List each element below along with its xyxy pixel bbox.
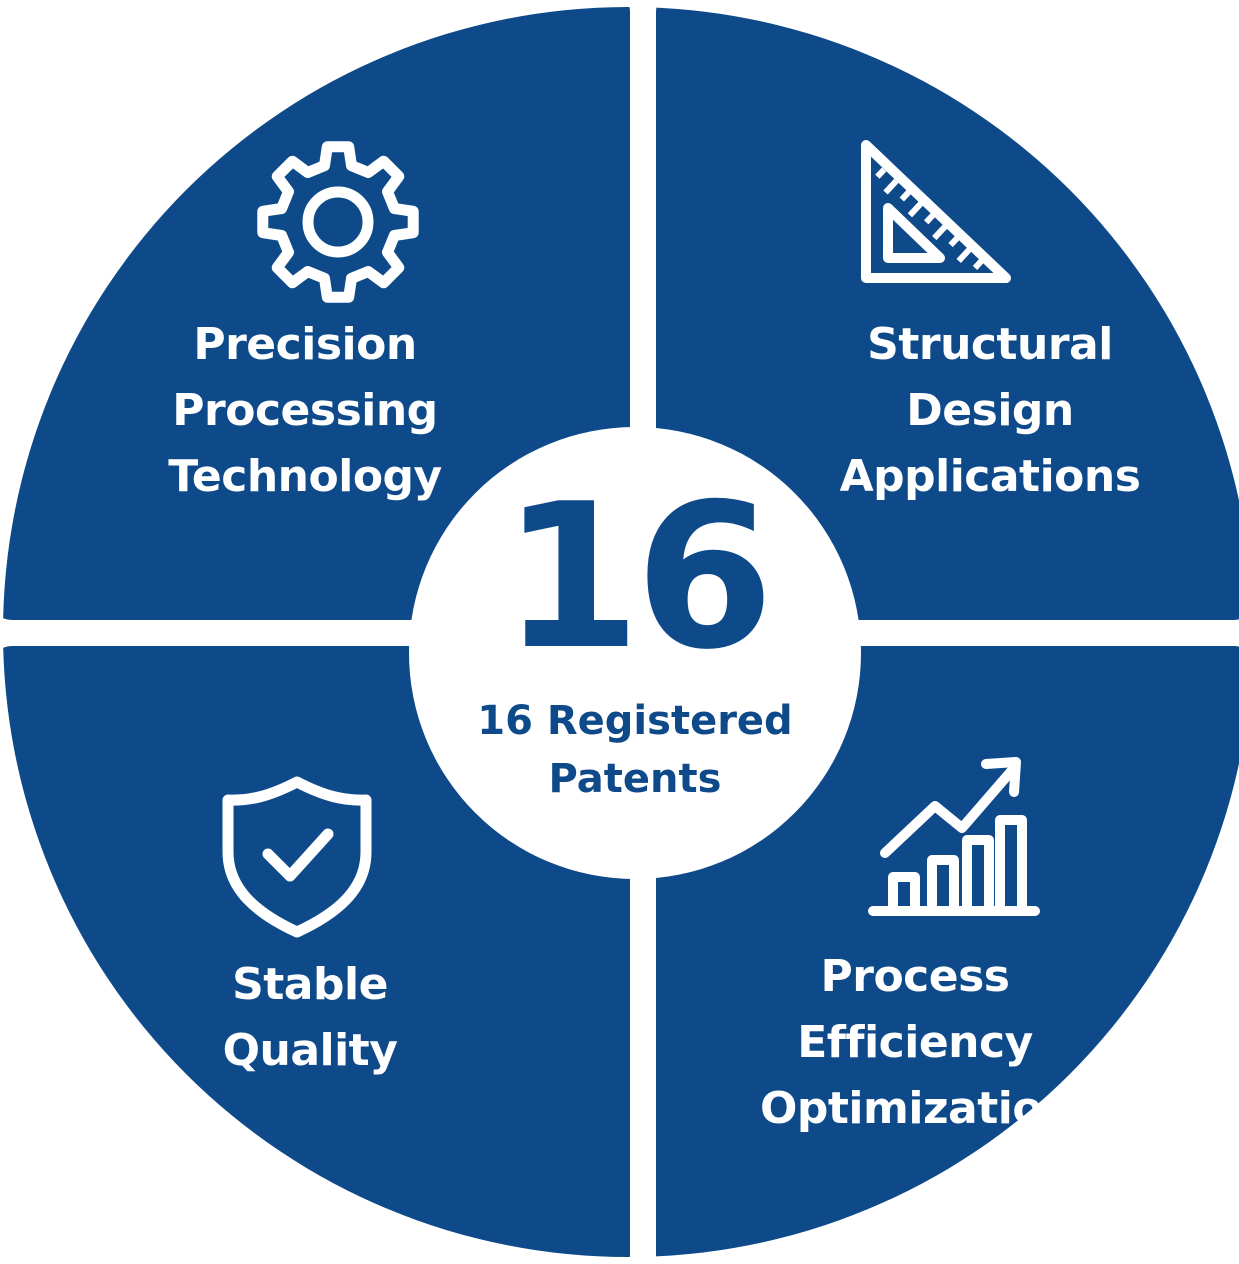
center-caption-line2: Patents bbox=[548, 756, 722, 802]
label-bottom-right-line3: Optimization bbox=[760, 1083, 1073, 1134]
label-bottom-left: Stable Quality bbox=[150, 952, 470, 1084]
gear-icon bbox=[257, 141, 419, 303]
label-bottom-left-line1: Stable bbox=[232, 959, 388, 1010]
ruler-tick bbox=[972, 258, 984, 270]
label-bottom-right: Process Efficiency Optimization bbox=[750, 944, 1080, 1144]
label-top-left: Precision Processing Technology bbox=[140, 312, 470, 510]
label-bottom-left-line2: Quality bbox=[222, 1025, 398, 1076]
label-top-left-line3: Technology bbox=[168, 451, 442, 502]
ruler-tick bbox=[907, 201, 923, 218]
center-patent-count: 16 bbox=[501, 461, 774, 694]
ruler-tick bbox=[899, 190, 911, 202]
label-top-left-line2: Processing bbox=[172, 385, 438, 436]
bar-chart-growth-icon bbox=[868, 757, 1040, 916]
shield-check-icon bbox=[222, 776, 372, 938]
ruler-tick bbox=[883, 178, 899, 195]
triangle-ruler-icon bbox=[861, 140, 1011, 283]
center-caption: 16 Registered Patents bbox=[440, 692, 830, 808]
ruler-tick bbox=[948, 235, 960, 248]
label-top-left-line1: Precision bbox=[193, 319, 417, 370]
label-top-right-line3: Applications bbox=[839, 451, 1141, 502]
ruler-tick bbox=[956, 247, 972, 263]
ruler-tick bbox=[875, 167, 887, 179]
ruler-tick bbox=[932, 224, 948, 241]
ruler-tick bbox=[924, 212, 936, 225]
label-bottom-right-line2: Efficiency bbox=[797, 1017, 1033, 1068]
center-disc bbox=[409, 427, 861, 879]
label-top-right-line1: Structural bbox=[867, 319, 1113, 370]
label-top-right-line2: Design bbox=[906, 385, 1074, 436]
label-bottom-right-line1: Process bbox=[820, 951, 1010, 1002]
label-top-right: Structural Design Applications bbox=[810, 312, 1170, 510]
center-caption-line1: 16 Registered bbox=[477, 698, 793, 744]
